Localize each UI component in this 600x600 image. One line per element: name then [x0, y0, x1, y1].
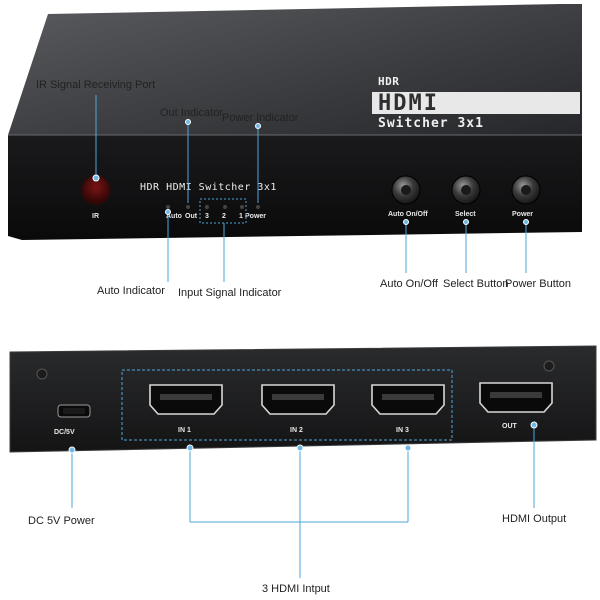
knob-power: Power	[511, 175, 541, 218]
led-label-in2: 2	[222, 213, 226, 220]
screw-right	[543, 360, 555, 372]
callout-ir-port: IR Signal Receiving Port	[36, 79, 155, 91]
inputs-box	[121, 369, 453, 441]
callout-hdmi-output: HDMI Output	[502, 513, 566, 525]
led-label-out: Out	[185, 213, 198, 220]
led-group: Auto Out 3 2 1 Power	[166, 198, 266, 224]
led-label-power: Power	[245, 213, 266, 220]
knob-label-select: Select	[455, 211, 476, 218]
rear-label-in2: IN 2	[290, 427, 303, 434]
callout-select-button: Select Button	[443, 278, 508, 290]
front-leaders	[92, 95, 529, 282]
input-indicator-box	[199, 198, 247, 224]
front-unit: HDR HDMI Switcher 3x1 IR HDR HDMI Switch…	[8, 4, 582, 299]
box-branding: HDR HDMI Switcher 3x1	[372, 75, 580, 131]
callout-power-indicator: Power Indicator	[222, 112, 299, 124]
callout-power-button: Power Button	[505, 278, 571, 290]
callout-auto-onoff: Auto On/Off	[380, 278, 439, 290]
ir-label: IR	[92, 213, 99, 220]
hdmi-port-in3: IN 3	[371, 384, 445, 434]
dc-jack: DC/5V	[54, 404, 91, 436]
callout-hdmi-input: 3 HDMI Intput	[262, 583, 330, 595]
branding-model: Switcher 3x1	[378, 116, 484, 131]
callout-dc-power: DC 5V Power	[28, 515, 95, 527]
branding-hdmi: HDMI	[378, 91, 439, 116]
dc-label: DC/5V	[54, 429, 75, 436]
front-panel-title: HDR HDMI Switcher 3x1	[140, 182, 277, 193]
led-label-auto: Auto	[166, 213, 182, 220]
rear-leaders	[68, 421, 538, 578]
branding-hdr: HDR	[378, 75, 399, 88]
hdmi-port-in2: IN 2	[261, 384, 335, 434]
rear-label-out: OUT	[502, 423, 518, 430]
rear-label-in1: IN 1	[178, 427, 191, 434]
knob-auto: Auto On/Off	[388, 175, 428, 218]
knob-label-power: Power	[512, 211, 533, 218]
callout-input-signal: Input Signal Indicator	[178, 287, 282, 299]
hdmi-port-out: OUT	[479, 382, 553, 430]
callout-out-indicator: Out Indicator	[160, 107, 223, 119]
front-unit-face	[8, 135, 582, 240]
knob-select: Select	[451, 175, 481, 218]
led-label-in1: 1	[239, 213, 243, 220]
rear-unit: DC/5V IN 1 IN 2 IN 3 OUT	[9, 345, 597, 595]
led-label-in3: 3	[205, 213, 209, 220]
screw-left	[36, 368, 48, 380]
rear-label-in3: IN 3	[396, 427, 409, 434]
knob-label-auto: Auto On/Off	[388, 211, 428, 218]
hdmi-port-in1: IN 1	[149, 384, 223, 434]
callout-auto-indicator: Auto Indicator	[97, 285, 165, 297]
